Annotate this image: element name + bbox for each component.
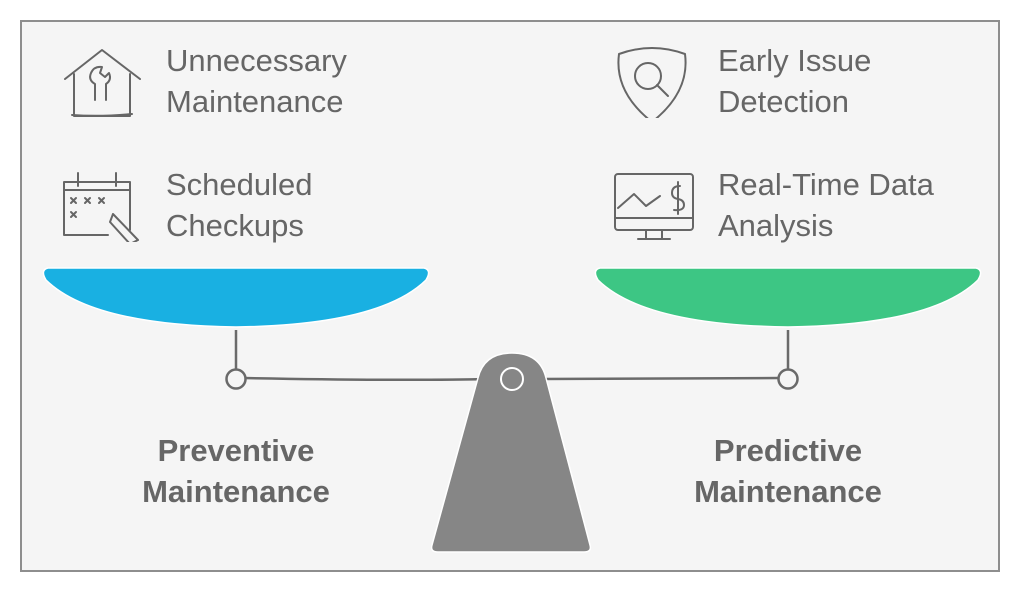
- fulcrum-pivot: [500, 367, 524, 391]
- right-title: Predictive Maintenance: [658, 430, 918, 512]
- left-item-line1: Scheduled: [166, 167, 313, 202]
- scale-beam: [243, 376, 781, 382]
- left-item-line2: Maintenance: [166, 84, 344, 119]
- right-title-line1: Predictive: [713, 433, 863, 468]
- right-pivot: [777, 368, 799, 390]
- left-pan: [42, 267, 430, 328]
- right-item-line2: Detection: [718, 84, 849, 119]
- left-item-line1: Unnecessary: [166, 43, 347, 78]
- left-item-line2: Checkups: [166, 208, 304, 243]
- left-pivot: [225, 368, 247, 390]
- left-title: Preventive Maintenance: [106, 430, 366, 512]
- house-wrench-icon: [64, 49, 141, 117]
- calendar-pencil-icon: [63, 172, 139, 242]
- right-item-line1: Real-Time Data: [718, 167, 934, 202]
- right-pan: [594, 267, 982, 328]
- monitor-chart-dollar-icon: [614, 173, 694, 240]
- shield-search-icon: [617, 47, 687, 118]
- right-item-line1: Early Issue: [718, 43, 872, 78]
- right-item-line2: Analysis: [718, 208, 834, 243]
- left-title-line1: Preventive: [157, 433, 315, 468]
- right-title-line2: Maintenance: [694, 474, 882, 509]
- fulcrum: [430, 352, 592, 553]
- left-title-line2: Maintenance: [142, 474, 330, 509]
